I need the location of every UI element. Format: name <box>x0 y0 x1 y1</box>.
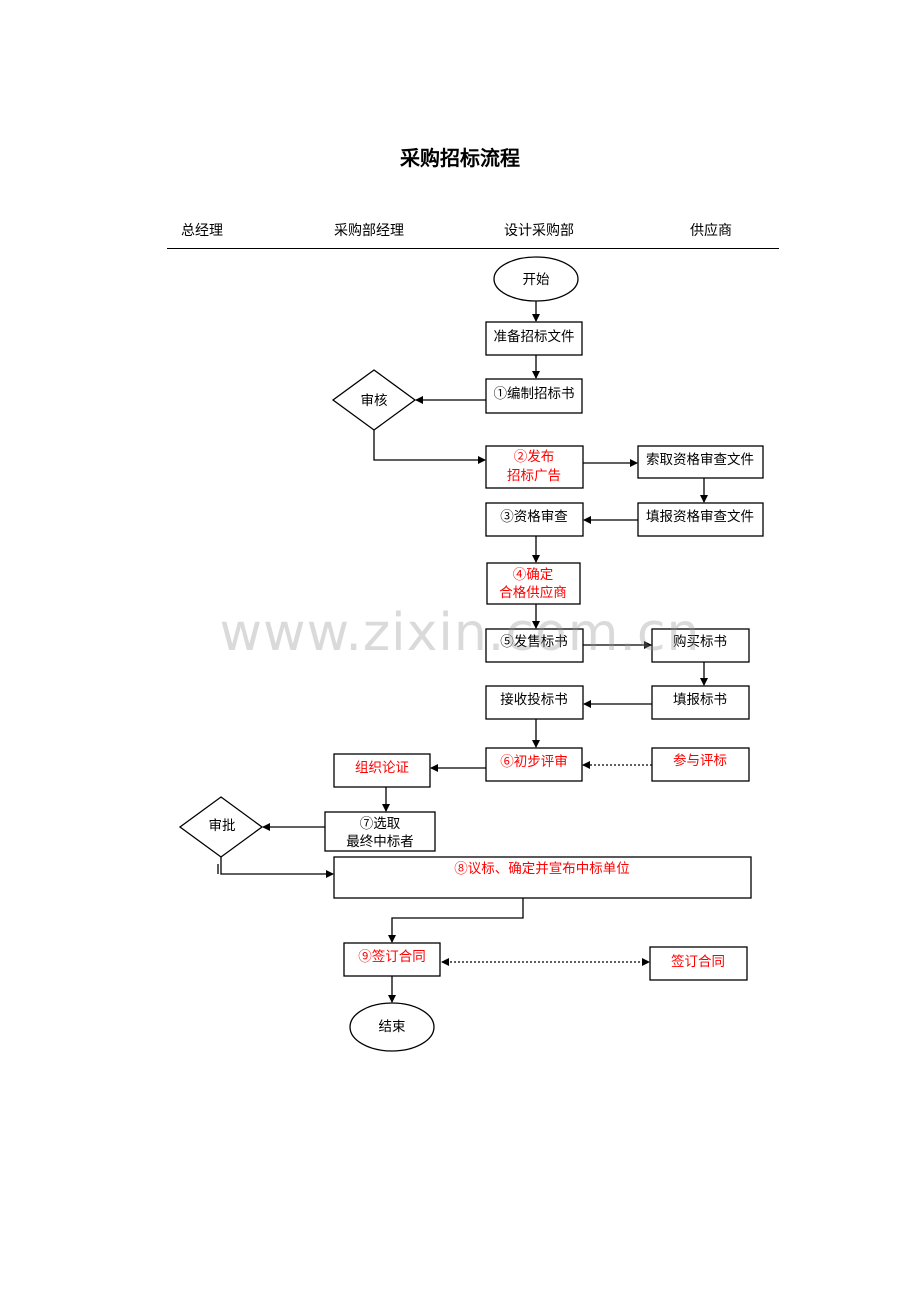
join-review-label: 参与评标 <box>673 752 727 769</box>
audit-label: 审核 <box>361 393 388 409</box>
announce-winner-label: ⑧议标、确定并宣布中标单位 <box>454 861 630 877</box>
start-label: 开始 <box>523 272 551 288</box>
fill-bid-label: 填报标书 <box>673 692 727 708</box>
compile-tender-box <box>485 378 583 414</box>
request-qual-docs-box <box>637 445 764 479</box>
prelim-review-label: ⑥初步评审 <box>500 753 568 770</box>
request-qual-docs-label: 索取资格审查文件 <box>646 452 754 468</box>
lane-divider <box>167 248 779 249</box>
sign-contract-label: ⑨签订合同 <box>358 948 426 965</box>
publish-ad-box <box>485 445 584 489</box>
arrow-approve-to-announce <box>220 857 334 878</box>
announce-winner-box <box>333 856 752 899</box>
buy-tender-box <box>651 628 750 663</box>
approve-label: 审批 <box>209 818 236 834</box>
prepare-docs-box <box>485 321 583 356</box>
confirm-supplier-box <box>486 562 581 605</box>
arrow-announce-to-sign <box>388 898 524 943</box>
fill-bid-box <box>651 685 750 720</box>
publish-ad-label-1: ②发布 <box>514 449 555 465</box>
end-label: 结束 <box>379 1019 406 1035</box>
sell-tender-label: ⑤发售标书 <box>500 634 568 650</box>
lane-purchasing-manager: 采购部经理 <box>334 223 404 239</box>
receive-bids-label: 接收投标书 <box>500 691 568 708</box>
page-title: 采购招标流程 <box>400 146 520 170</box>
lane-general-manager: 总经理 <box>181 223 223 239</box>
select-winner-label-2: 最终中标者 <box>346 834 414 850</box>
compile-tender-label: ①编制招标书 <box>494 386 575 402</box>
end-node <box>349 1002 435 1052</box>
supplier-sign-label: 签订合同 <box>671 953 725 970</box>
lane-supplier: 供应商 <box>690 223 732 239</box>
qual-review-label: ③资格审查 <box>500 509 568 525</box>
lane-design-purchasing: 设计采购部 <box>504 223 574 239</box>
prepare-docs-label: 准备招标文件 <box>494 328 575 345</box>
organize-demo-label: 组织论证 <box>355 760 409 776</box>
supplier-sign-box <box>649 946 748 981</box>
arrow-audit-to-publish <box>373 430 486 464</box>
confirm-supplier-label-2: 合格供应商 <box>499 584 567 601</box>
buy-tender-label: 购买标书 <box>673 634 727 650</box>
select-winner-label-1: ⑦选取 <box>360 816 401 832</box>
publish-ad-label-2: 招标广告 <box>507 468 561 484</box>
confirm-supplier-label-1: ④确定 <box>513 567 554 583</box>
fill-qual-docs-label: 填报资格审查文件 <box>646 509 754 525</box>
select-winner-box <box>324 811 436 852</box>
